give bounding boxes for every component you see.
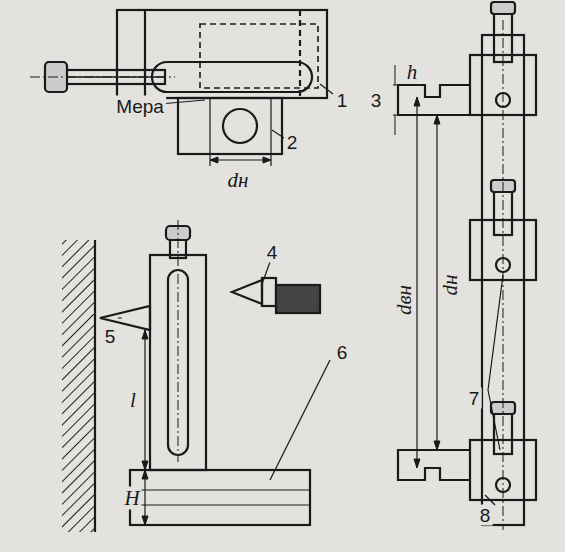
- callout-number: 4: [265, 242, 280, 263]
- callout-number: 1: [335, 90, 350, 111]
- callout-number: 2: [285, 132, 300, 153]
- callout-number: 8: [478, 505, 493, 526]
- dimension: dвн: [393, 283, 416, 317]
- callout-number: 5: [103, 326, 118, 347]
- dimension: l: [128, 389, 138, 412]
- dimension: H: [122, 487, 141, 510]
- callout-number: 6: [335, 342, 350, 363]
- callout-number: 7: [467, 388, 482, 409]
- callout-number: 3: [369, 90, 384, 111]
- dimension: dн: [226, 169, 251, 192]
- dimension: h: [405, 61, 420, 84]
- part-name: Мера: [114, 96, 166, 117]
- dimension: dн: [439, 273, 462, 298]
